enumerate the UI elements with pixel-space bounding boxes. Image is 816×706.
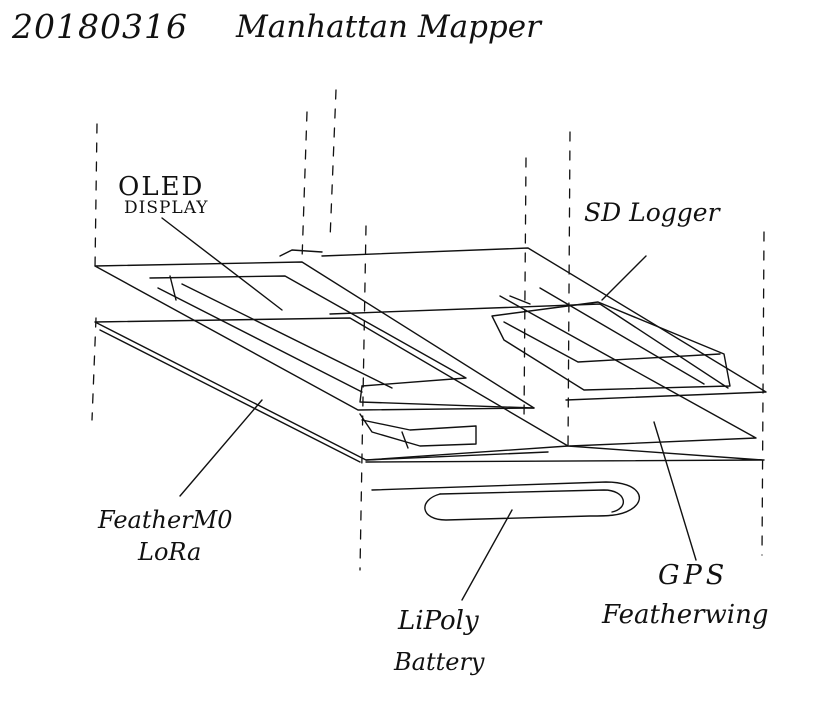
label-gps: GPS bbox=[658, 562, 728, 589]
sd-logger-board bbox=[322, 248, 766, 400]
label-sd-logger: SD Logger bbox=[584, 200, 720, 225]
gps-featherwing-board bbox=[366, 296, 764, 462]
sketch-title: Manhattan Mapper bbox=[236, 12, 541, 43]
label-oled: OLED bbox=[118, 174, 204, 200]
label-feather-m0: FeatherM0 bbox=[98, 508, 232, 532]
label-lipoly: LiPoly bbox=[398, 608, 479, 634]
label-lora: LoRa bbox=[138, 540, 201, 564]
label-display: DISPLAY bbox=[124, 200, 209, 217]
label-featherwing: Featherwing bbox=[602, 602, 768, 628]
label-battery: Battery bbox=[394, 650, 484, 674]
sketch-date: 20180316 bbox=[12, 10, 188, 43]
feather-m0-lora-board bbox=[95, 318, 568, 462]
lipoly-battery bbox=[372, 482, 639, 520]
oled-display-board bbox=[95, 250, 534, 410]
